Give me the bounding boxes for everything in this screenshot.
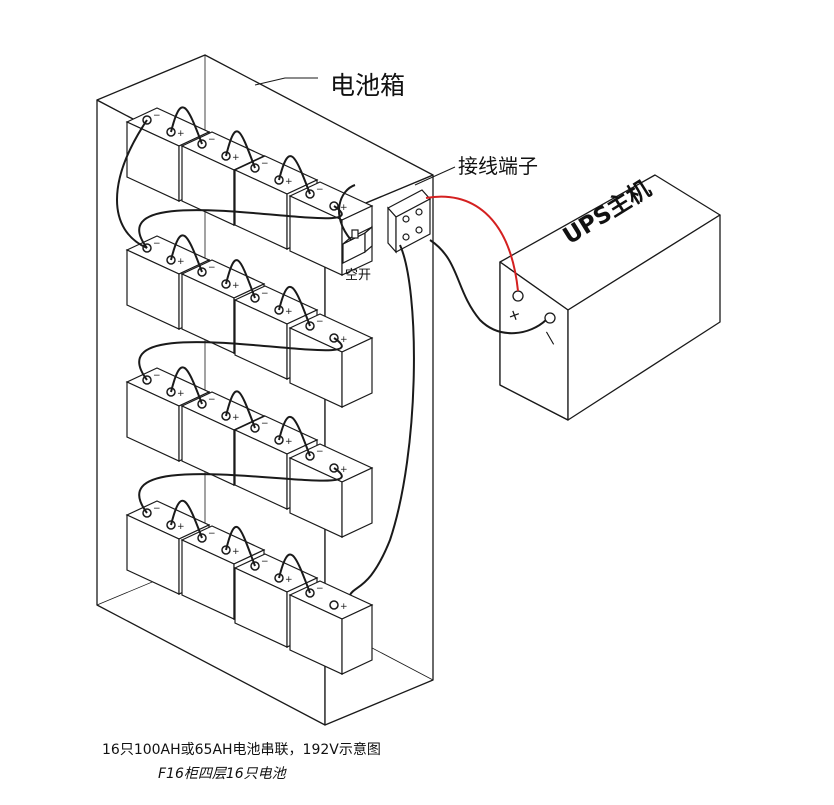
main-cables [338,184,547,596]
negative-mark: − [208,135,216,145]
negative-mark: − [208,395,216,405]
battery-box-label: 电池箱 [330,71,406,100]
negative-mark: − [153,371,161,381]
positive-mark: + [232,413,240,423]
negative-mark: − [261,289,269,299]
positive-mark: + [285,575,293,585]
negative-mark: − [153,239,161,249]
positive-mark: + [340,335,348,345]
caption-line-2: F16柜四层16只电池 [158,766,286,782]
caption-line-1: 16只100AH或65AH电池串联，192V示意图 [102,742,381,758]
series-jumper [170,499,203,539]
negative-mark: − [208,529,216,539]
positive-mark: + [232,547,240,557]
positive-mark: + [177,389,185,399]
series-jumper [278,155,311,195]
battery: +− [288,313,374,408]
battery-array: +−+−+−+−+−+−+−+−+−+−+−+−+−+−+−+− [125,107,374,675]
battery: +− [288,580,374,675]
negative-mark: − [153,111,161,121]
negative-mark: − [153,504,161,514]
positive-mark: + [232,153,240,163]
series-jumper [278,553,311,594]
ups-host-unit [499,174,721,421]
positive-mark: + [340,203,348,213]
series-jumper [170,366,203,405]
series-jumper [225,259,256,299]
negative-mark: − [316,317,324,327]
series-jumper [278,286,311,327]
terminal-block-icon [387,166,456,254]
side-lead [116,119,148,249]
positive-terminal [329,600,339,610]
negative-mark: − [316,584,324,594]
negative-mark: − [261,557,269,567]
positive-mark: + [177,257,185,267]
tier-jumper [138,337,343,381]
positive-mark: + [340,602,348,612]
positive-mark: + [177,522,185,532]
positive-mark: + [177,129,185,139]
series-jumper [225,130,256,169]
positive-mark: + [285,307,293,317]
positive-mark: + [285,177,293,187]
series-jumper [278,416,311,457]
tier-jumper [138,467,343,514]
negative-mark: − [261,419,269,429]
negative-mark: − [316,185,324,195]
positive-mark: + [285,437,293,447]
negative-mark: − [208,263,216,273]
series-jumper [225,526,256,567]
series-jumper [225,390,256,429]
terminal-label: 接线端子 [458,154,538,178]
battery: +− [288,443,374,538]
negative-mark: − [316,447,324,457]
breaker-label: 空开 [345,268,372,283]
series-jumper [170,234,203,273]
positive-mark: + [232,281,240,291]
series-jumper [170,106,203,145]
positive-mark: + [340,465,348,475]
negative-mark: − [261,159,269,169]
